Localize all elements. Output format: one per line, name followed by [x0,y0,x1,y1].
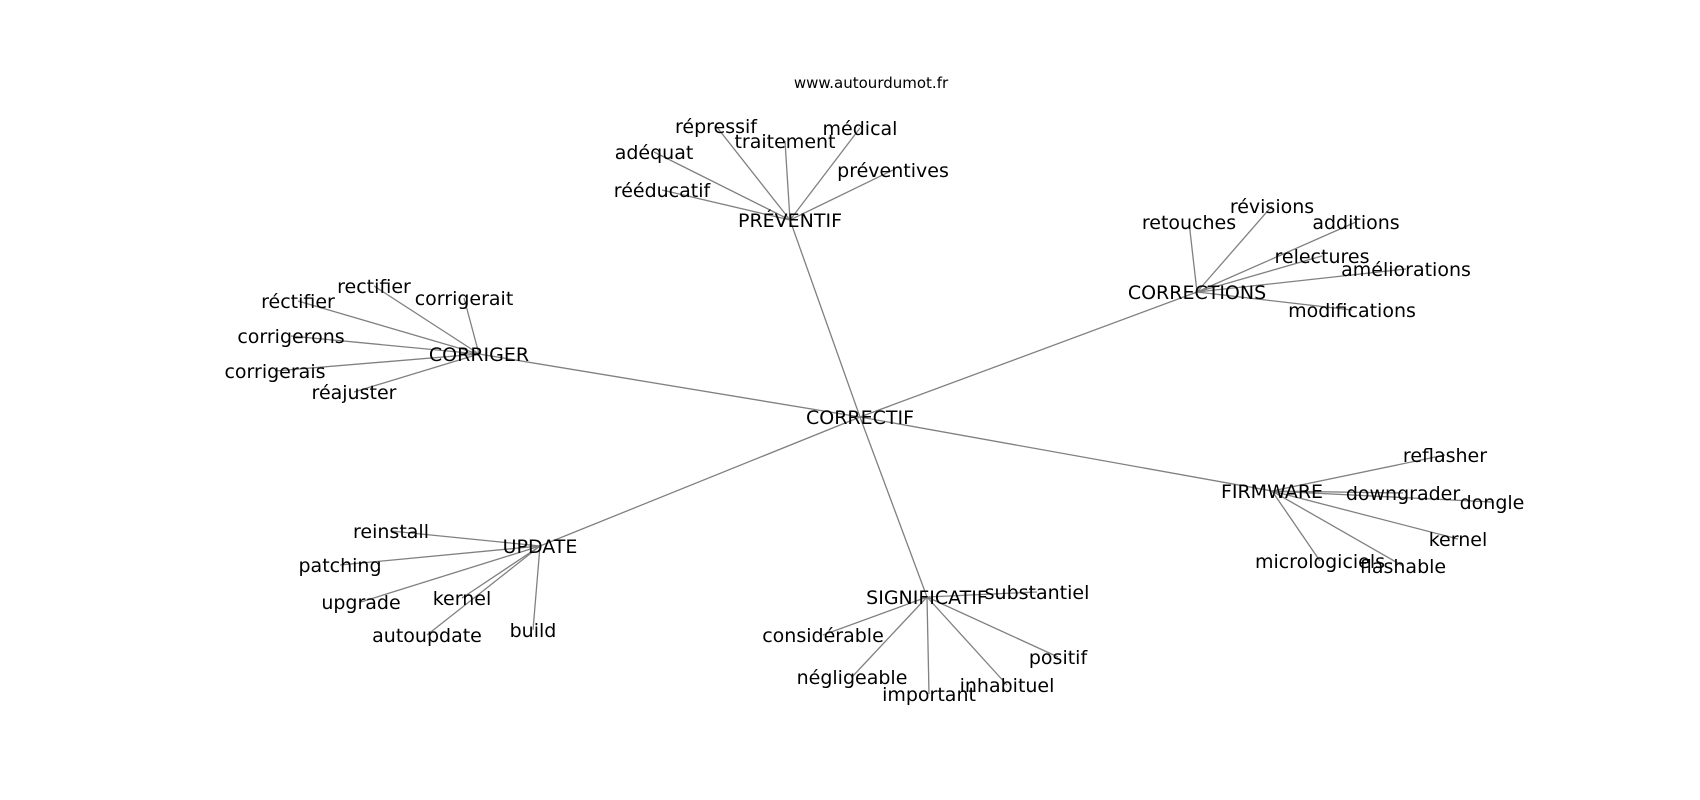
word-node-label: reinstall [353,521,429,543]
word-node-label: rééducatif [614,180,712,202]
word-node-label: répressif [675,116,758,138]
word-node-label: upgrade [321,592,400,614]
word-node-label: rectifier [337,276,411,298]
edge-hub-to-word [532,545,541,631]
edge-hub-to-word [461,545,541,599]
edge-hub-to-word [926,596,930,695]
word-node-label: réajuster [312,382,397,404]
word-node-label: build [510,620,557,642]
word-node-label: important [882,684,976,706]
edge-hub-to-word [784,140,791,221]
word-node-label: traitement [734,131,835,153]
edge-center-to-hub [539,416,861,547]
edge-hub-to-word [1271,490,1459,540]
edge-hub-to-word [926,596,1008,686]
edge-hub-to-word [1271,490,1321,562]
word-node-label: préventives [837,160,949,182]
edge-hub-to-word [1196,205,1273,293]
edge-hub-to-word [661,189,791,221]
word-node-label: kernel [433,588,492,610]
word-node-label: reflasher [1403,445,1487,467]
edge-hub-to-word [653,151,791,221]
edge-hub-to-word [290,335,480,355]
edge-hub-to-word [297,300,480,355]
edge-hub-to-word [715,125,791,221]
hub-node-label: UPDATE [503,536,578,558]
word-node-label: positif [1029,647,1089,669]
edge-center-to-hub [859,416,1273,492]
edge-hub-to-word [789,169,894,221]
graph-labels: CORRECTIF PRÉVENTIF répressiftraitementméd… [224,116,1524,706]
word-node-label: relectures [1275,246,1370,268]
hub-node-label: FIRMWARE [1221,481,1323,503]
edge-hub-to-word [1271,490,1404,494]
word-node-label: inhabituel [960,675,1055,697]
edge-hub-to-word [1271,490,1404,567]
word-node-label: kernel [1429,529,1488,551]
hub-node-label: CORRECTIONS [1128,282,1266,304]
word-node-label: substantiel [985,582,1090,604]
word-node-label: corrigerait [415,288,514,310]
edge-hub-to-word [926,596,1059,658]
edge-hub-to-word [1188,221,1198,293]
edge-center-to-hub [478,353,861,418]
graph-edges [274,125,1493,695]
edge-hub-to-word [339,545,541,566]
edge-hub-to-word [390,530,541,547]
word-node-label: flashable [1360,556,1446,578]
edge-center-to-hub [789,219,861,418]
edge-hub-to-word [1196,255,1323,293]
word-node-label: downgrader [1346,483,1461,505]
edge-hub-to-word [463,297,480,355]
word-node-label: micrologiciels [1255,551,1385,573]
edge-hub-to-word [373,285,480,355]
edge-hub-to-word [360,545,541,603]
center-node-label: CORRECTIF [806,407,914,429]
edge-hub-to-word [274,353,480,372]
word-node-label: corrigerais [224,361,325,383]
hub-node-label: CORRIGER [429,344,529,366]
word-node-label: médical [823,118,898,140]
edge-center-to-hub [859,291,1198,418]
edge-hub-to-word [426,545,541,636]
word-node-label: négligeable [797,667,908,689]
edge-hub-to-word [1196,291,1353,311]
edge-hub-to-word [1196,221,1357,293]
word-node-label: considérable [762,625,884,647]
watermark-text: www.autourdumot.fr [794,74,949,92]
word-node-label: adéquat [615,142,694,164]
word-node-label: patching [298,555,381,577]
edge-hub-to-word [1271,454,1446,492]
edge-hub-to-word [822,596,928,636]
word-node-label: additions [1312,212,1399,234]
hub-node-label: PRÉVENTIF [738,209,842,232]
word-node-label: retouches [1142,212,1236,234]
edge-hub-to-word [851,596,928,678]
edge-hub-to-word [789,127,861,221]
word-node-label: modifications [1288,300,1416,322]
word-node-label: réctifier [261,291,335,313]
hub-node-label: SIGNIFICATIF [866,587,988,609]
word-node-label: améliorations [1341,259,1471,281]
word-node-label: dongle [1460,492,1525,514]
word-node-label: révisions [1230,196,1314,218]
edge-center-to-hub [859,416,928,598]
edge-hub-to-word [1271,490,1493,503]
edge-hub-to-word [1196,268,1407,293]
edge-hub-to-word [926,591,1038,598]
word-node-label: autoupdate [372,625,482,647]
edge-hub-to-word [353,353,480,393]
word-node-label: corrigerons [237,326,344,348]
